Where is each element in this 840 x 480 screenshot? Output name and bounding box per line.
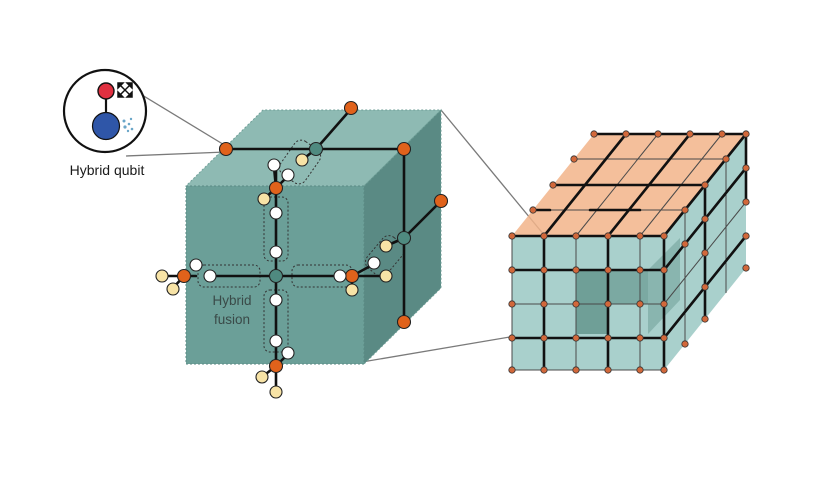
white-node: [189, 258, 203, 272]
cream-node: [255, 370, 269, 384]
lattice-dark-cell: [576, 270, 608, 334]
white-node: [367, 256, 381, 270]
fusion-group-right: [291, 264, 353, 288]
hybrid-fusion-label: Hybrid fusion: [212, 293, 251, 327]
hybrid-qubit-inset: Hybrid qubit: [62, 68, 148, 178]
cream-node: [345, 283, 359, 297]
cream-node: [379, 269, 393, 283]
blue-dot: [91, 111, 121, 141]
white-node: [333, 269, 347, 283]
lattice-block: [508, 130, 750, 374]
white-node: [269, 334, 283, 348]
white-node: [269, 245, 283, 259]
cube-nodes: [155, 100, 449, 399]
lattice-dark-cell: [608, 270, 648, 304]
orange-node: [268, 358, 284, 374]
cream-node: [155, 269, 169, 283]
orange-node: [176, 268, 192, 284]
hybrid-fusion-label-line2: fusion: [214, 312, 250, 327]
teal-node: [268, 268, 284, 284]
white-node: [281, 168, 295, 182]
white-node: [203, 269, 217, 283]
hybrid-qubit-label: Hybrid qubit: [70, 162, 145, 178]
hybrid-fusion-label-line1: Hybrid: [212, 293, 251, 308]
orange-node: [343, 100, 359, 116]
orange-node: [218, 141, 234, 157]
teal-node: [396, 230, 412, 246]
cream-node: [295, 153, 309, 167]
orange-node: [344, 268, 360, 284]
orange-node: [396, 141, 412, 157]
dots-icon: [122, 117, 134, 133]
red-dot: [97, 82, 115, 100]
orange-node: [268, 180, 284, 196]
white-node: [269, 293, 283, 307]
four-arrows-icon: [117, 82, 133, 98]
cream-node: [257, 192, 271, 206]
lattice-nodes: [508, 130, 750, 374]
orange-node: [433, 193, 449, 209]
cream-node: [166, 282, 180, 296]
white-node: [267, 158, 281, 172]
cream-node: [269, 385, 283, 399]
unit-cell-cube: Hybrid fusion: [155, 100, 449, 399]
orange-node: [396, 314, 412, 330]
zoom-line-lower: [125, 151, 227, 157]
teal-node: [308, 141, 324, 157]
white-node: [269, 206, 283, 220]
cream-node: [379, 239, 393, 253]
white-node: [281, 346, 295, 360]
